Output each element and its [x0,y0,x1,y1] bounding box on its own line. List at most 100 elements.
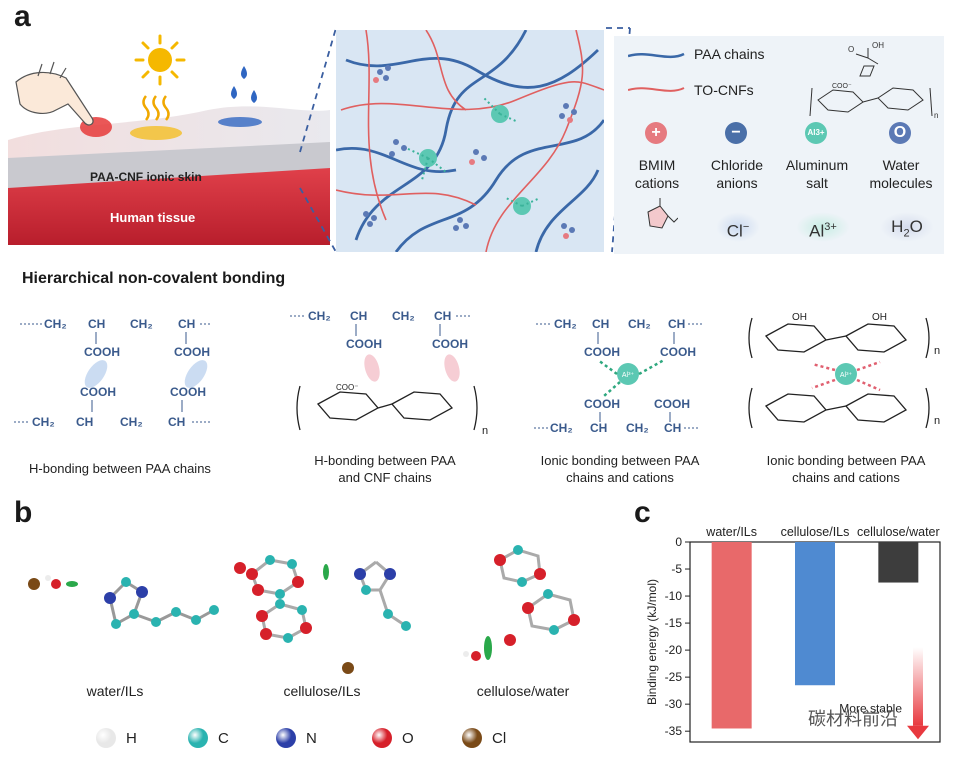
svg-text:n: n [934,111,938,120]
chem-group-ch: CH [76,415,93,429]
chem-group-cooh: COOH [170,385,206,399]
legend-lines [628,52,685,92]
chem-group-ch: CH [88,317,105,331]
chem-group-ch: CH [668,317,685,331]
svg-text:OH: OH [872,41,884,50]
bonding-caption-4: Ionic bonding between PAA chains and cat… [766,453,926,485]
bonding-caption-3: Ionic bonding between PAA chains and cat… [540,453,700,485]
chem-group-cooh: COOH [660,345,696,359]
water-formula: H2O [880,212,934,242]
stability-annotation: More stable [839,701,902,715]
atom-label-n: N [306,730,317,747]
chem-group-al_badge: Al³⁺ [622,372,635,379]
legend-ion-badge-0: + [645,122,667,144]
schematic-paa-paa: CH₂ CH CH₂ CH COOH COOH COOH COOH CH₂ CH… [14,317,212,429]
water-spot [218,117,262,127]
category-label: cellulose/ILs [781,525,850,539]
bar-0 [711,542,752,729]
schematic-paa-cnf: CH₂ CH CH₂ CH COOH COOH COO⁻ n [290,309,488,437]
h2o-o: O [909,217,923,236]
chem-group-cooh: COOH [584,345,620,359]
legend-cnf: TO-CNFs [694,82,754,98]
y-tick-label: -35 [665,724,683,738]
chem-group-coo: COO⁻ [336,383,358,392]
y-axis-label: Binding energy (kJ/mol) [645,579,659,705]
y-tick-label: -20 [665,643,683,657]
chem-group-ch2: CH₂ [120,415,143,429]
tissue-label: Human tissue [110,210,196,225]
atom-label-cl: Cl [492,730,507,747]
model-cellulose-water [463,545,580,661]
legend-ion-label-3: Water molecules [869,157,933,191]
chem-group-ch2: CH₂ [32,415,55,429]
chem-group-ch2: CH₂ [628,317,651,331]
chem-group-cooh: COOH [346,337,382,351]
bonding-caption-1: H-bonding between PAA chains [29,461,211,476]
chem-group-ch: CH [178,317,195,331]
atom-swatch-cl [462,728,482,748]
y-tick-label: -25 [665,670,683,684]
ion-clusters [363,65,577,239]
bonding-caption-2: H-bonding between PAA and CNF chains [314,453,456,485]
y-tick-label: 0 [675,535,682,549]
chem-group-ch: CH [434,309,451,323]
skin-layer-label: PAA-CNF ionic skin [90,170,202,184]
sun-icon [134,34,186,86]
chem-group-ch: CH [168,415,185,429]
hand-icon [15,61,94,126]
cl-symbol: Cl [726,221,743,241]
chem-group-ch2: CH₂ [392,309,415,323]
chem-group-ch2: CH₂ [308,309,331,323]
model-water-ils [28,575,219,629]
atom-label-o: O [402,730,414,747]
atom-swatch-h [96,728,116,748]
legend-ion-label-2: Aluminum salt [785,157,849,191]
y-tick-label: -30 [665,697,683,711]
chem-group-ch2: CH₂ [130,317,153,331]
skin-illustration [8,34,330,245]
network-box [336,30,604,252]
panel-label-a: a [14,0,31,33]
chem-group-cooh: COOH [84,345,120,359]
panel-label-c: c [634,496,651,529]
heat-waves-icon [142,95,170,121]
panel-label-b: b [14,496,33,529]
atom-swatch-o [372,728,392,748]
chem-group-n: n [934,345,940,357]
chem-group-ch2: CH₂ [550,421,573,435]
model-cellulose-ils [234,555,411,674]
chem-group-cooh: COOH [174,345,210,359]
watermark: 碳材料前沿 [808,709,898,729]
chem-group-oh: OH [872,312,887,323]
chem-group-ch: CH [664,421,681,435]
schematic-paa-al: CH₂ CH CH₂ CH COOH COOH Al³⁺ COOH COOH C… [534,317,704,435]
legend-paa: PAA chains [694,46,765,62]
atom-label-c: C [218,730,229,747]
heat-spot [130,126,182,140]
y-tick-label: -10 [665,589,683,603]
aluminum-formula: Al3+ [796,212,850,242]
y-tick-label: -15 [665,616,683,630]
bonding-schematics: CH₂ CH CH₂ CH COOH COOH COOH COOH CH₂ CH… [14,309,940,437]
chem-group-ch2: CH₂ [626,421,649,435]
legend-ion-label-0: BMIM cations [634,157,680,191]
legend-ion-badge-1: − [725,122,747,144]
molecular-models [28,545,580,674]
h2o-h: H [891,217,904,236]
chem-group-n: n [934,415,940,427]
atom-swatch-n [276,728,296,748]
stability-arrow-shaft [913,647,923,726]
legend-ion-label-1: Chloride anions [710,157,764,191]
chem-group-cooh: COOH [584,397,620,411]
chem-group-ch2: CH₂ [44,317,67,331]
atom-swatch-c [188,728,208,748]
cl-charge: − [742,221,750,233]
chloride-formula: Cl− [716,212,760,242]
legend-ion-badge-3: O [889,122,911,144]
structure-formula-icon: OH O COO⁻ n [809,41,938,120]
al-charge: 3+ [824,221,837,233]
h2o-2: 2 [903,227,910,240]
chem-group-ch: CH [592,317,609,331]
chem-group-cooh: COOH [80,385,116,399]
